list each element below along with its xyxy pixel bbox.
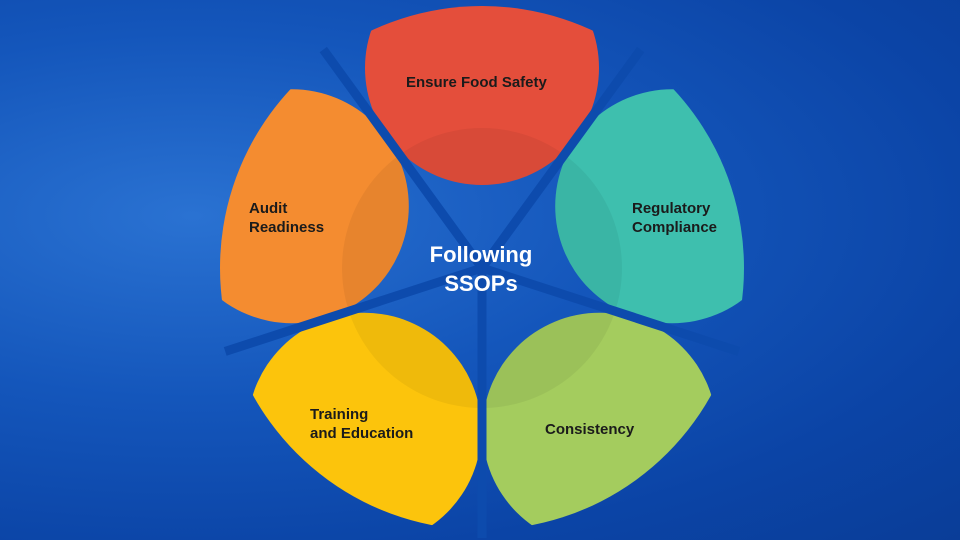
segment-shade (342, 312, 482, 408)
center-title-line1: Following (429, 242, 533, 267)
label-text: Training (310, 406, 369, 423)
segment-shape (555, 89, 744, 324)
label-text: Audit (249, 200, 288, 217)
label-ensure-food-safety: Ensure Food Safety (406, 73, 547, 92)
segment-ensure-food-safety (365, 6, 599, 185)
segment-divider (319, 46, 486, 271)
segment-shade (482, 312, 622, 408)
segment-divider (478, 46, 645, 271)
label-text: Readiness (249, 219, 325, 236)
segment-audit-readiness (220, 89, 409, 324)
segment-shape (365, 6, 599, 185)
label-text: Compliance (632, 219, 718, 236)
segment-divider (223, 263, 484, 356)
segment-divider (480, 263, 741, 356)
label-training-and-education: Training and Education (310, 405, 413, 443)
label-text: Ensure Food Safety (406, 74, 547, 91)
label-text: Consistency (545, 421, 635, 438)
center-title-line2: SSOPs (444, 271, 518, 296)
segment-regulatory-compliance (555, 89, 744, 324)
label-text: Regulatory (632, 200, 711, 217)
label-text: and Education (310, 425, 414, 442)
segment-shape (220, 89, 409, 324)
label-consistency: Consistency (545, 420, 634, 439)
